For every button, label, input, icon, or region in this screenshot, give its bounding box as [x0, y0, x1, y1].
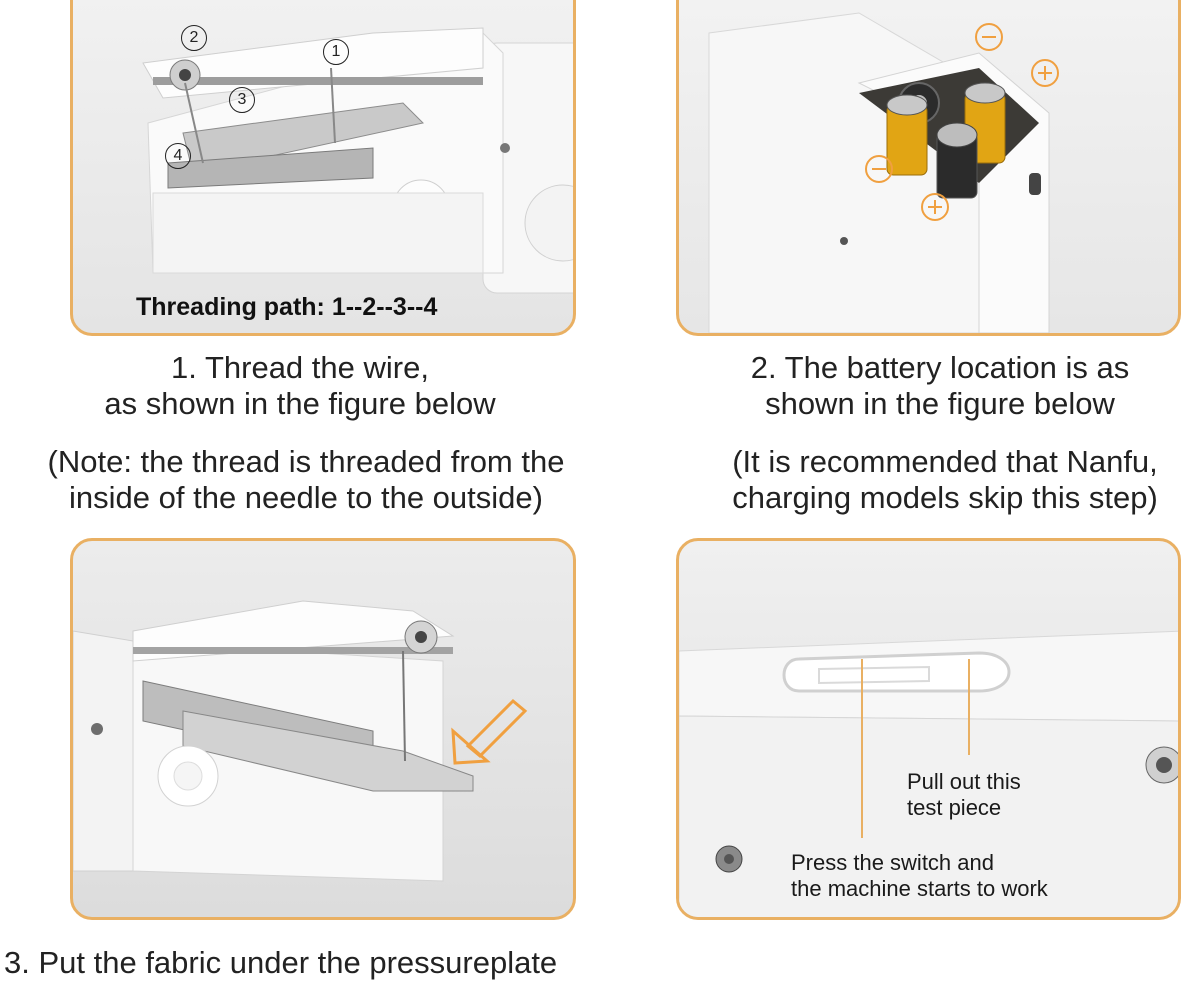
pull-test-piece-line1: Pull out this	[907, 769, 1021, 794]
sewing-machine-threading-illustration	[142, 27, 573, 294]
presser-foot-illustration	[73, 600, 528, 882]
threading-photo-panel: 1 2 3 4	[70, 0, 576, 336]
press-switch-line2: the machine starts to work	[791, 876, 1048, 901]
step1-note: (Note: the thread is threaded from the i…	[0, 444, 612, 516]
step2-note: (It is recommended that Nanfu, charging …	[690, 444, 1200, 516]
step1-caption-line2: as shown in the figure below	[104, 386, 496, 421]
thread-marker-2: 2	[181, 25, 207, 51]
pull-test-piece-line2: test piece	[907, 795, 1002, 820]
fabric-photo-panel	[70, 538, 576, 920]
step3-caption: 3. Put the fabric under the pressureplat…	[4, 945, 558, 980]
step1-caption: 1. Thread the wire, as shown in the figu…	[20, 350, 580, 422]
step2-note-line2: charging models skip this step)	[732, 480, 1158, 515]
thread-marker-3: 3	[229, 87, 255, 113]
step1-note-line1: (Note: the thread is threaded from the	[47, 444, 565, 479]
thread-marker-4: 4	[165, 143, 191, 169]
press-switch-label: Press the switch and the machine starts …	[791, 850, 1048, 902]
step1-note-line2: inside of the needle to the outside)	[69, 480, 543, 515]
pull-test-piece-label: Pull out this test piece	[907, 769, 1021, 821]
battery-compartment-illustration	[708, 12, 1059, 333]
press-switch-line1: Press the switch and	[791, 850, 994, 875]
battery-photo-panel	[676, 0, 1181, 336]
switch-photo-panel: Pull out this test piece Press the switc…	[676, 538, 1181, 920]
step1-caption-line1: 1. Thread the wire,	[171, 350, 429, 385]
thread-marker-1: 1	[323, 39, 349, 65]
step2-caption: 2. The battery location is as shown in t…	[690, 350, 1190, 422]
switch-illustration	[679, 630, 1178, 917]
step2-caption-line1: 2. The battery location is as	[750, 350, 1130, 385]
step2-note-line1: (It is recommended that Nanfu,	[732, 444, 1158, 479]
threading-path-label: Threading path: 1--2--3--4	[136, 293, 438, 321]
step2-caption-line2: shown in the figure below	[765, 386, 1115, 421]
